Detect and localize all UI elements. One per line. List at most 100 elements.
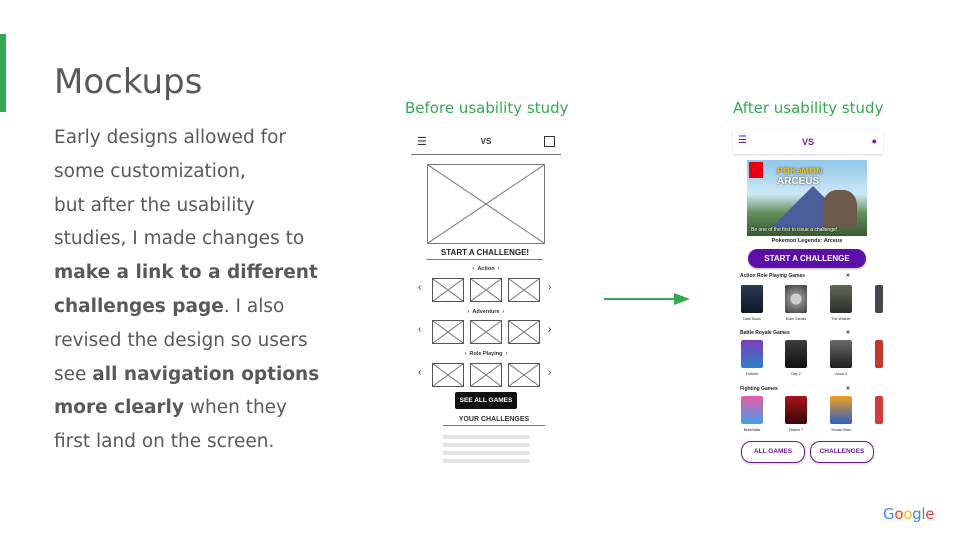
- wireframe-mockup: ☰ VS START A CHALLENGE! ‹ Action › ‹ › ‹…: [411, 130, 561, 470]
- chevron-right-icon[interactable]: ›: [548, 367, 552, 378]
- body-line: more clearly when they: [54, 391, 354, 425]
- featured-game-name: Pokemon Legends: Arceus: [771, 238, 843, 244]
- all-games-button[interactable]: ALL GAMES: [741, 441, 805, 463]
- wire-game-row: ‹ ›: [411, 278, 561, 302]
- wire-category-text: Role Playing: [469, 351, 503, 357]
- body-bold: all navigation options: [92, 363, 320, 385]
- wire-category-text: Action: [477, 266, 495, 272]
- game-tile[interactable]: [741, 396, 763, 424]
- hifi-header: ☰ VS ●: [733, 130, 883, 154]
- hifi-header-title: VS: [801, 137, 814, 147]
- wire-game-tile[interactable]: [470, 320, 502, 344]
- placeholder-cross-icon: [508, 363, 540, 387]
- double-chevron-icon[interactable]: »: [846, 272, 850, 279]
- placeholder-line: [443, 443, 529, 447]
- wire-category-text: Adventure: [472, 309, 500, 315]
- game-label: Brawlhalla: [743, 428, 761, 432]
- challenges-button[interactable]: CHALLENGES: [810, 441, 874, 463]
- game-tile[interactable]: [830, 396, 852, 424]
- chevron-left-icon[interactable]: ‹: [418, 324, 422, 335]
- wire-game-tile[interactable]: [432, 363, 464, 387]
- banner-brand: POKéMON: [777, 166, 823, 176]
- placeholder-line: [443, 435, 529, 439]
- chevron-left-icon[interactable]: ‹: [418, 367, 422, 378]
- game-label: Smash Bros: [831, 428, 851, 432]
- body-line: see all navigation options: [54, 358, 354, 392]
- placeholder-cross-icon: [432, 363, 464, 387]
- hamburger-icon[interactable]: ☰: [417, 136, 427, 148]
- game-tile[interactable]: [741, 285, 763, 313]
- start-challenge-button[interactable]: START A CHALLENGE: [748, 249, 866, 268]
- caption-after: After usability study: [733, 99, 884, 117]
- wire-game-tile[interactable]: [432, 320, 464, 344]
- body-line: first land on the screen.: [54, 431, 275, 453]
- double-chevron-icon[interactable]: »: [846, 385, 850, 392]
- body-text: Early designs allowed for some customiza…: [54, 121, 354, 459]
- wire-game-tile[interactable]: [470, 278, 502, 302]
- body-span: when they: [183, 397, 288, 419]
- game-tile[interactable]: [785, 396, 807, 424]
- section-title-text: Action Role Playing Games: [740, 273, 806, 279]
- double-chevron-icon[interactable]: »: [846, 329, 850, 336]
- game-label: Elder Scrolls: [785, 317, 807, 321]
- body-line: studies, I made changes to: [54, 228, 305, 250]
- placeholder-cross-icon: [470, 320, 502, 344]
- game-tile[interactable]: [830, 285, 852, 313]
- wire-category-label: ‹ Role Playing ›: [464, 351, 508, 357]
- user-icon[interactable]: ●: [871, 136, 877, 146]
- wire-game-row: ‹ ›: [411, 363, 561, 387]
- game-tile-partial[interactable]: [875, 340, 883, 368]
- body-line: some customization,: [54, 160, 246, 182]
- wire-game-tile[interactable]: [508, 363, 540, 387]
- featured-game-banner[interactable]: POKéMON ARCEUS Be one of the first to is…: [747, 160, 867, 236]
- wire-game-tile[interactable]: [508, 278, 540, 302]
- wire-game-row: ‹ ›: [411, 320, 561, 344]
- placeholder-cross-icon: [508, 320, 540, 344]
- body-line: but after the usability: [54, 194, 255, 216]
- wire-game-tile[interactable]: [432, 278, 464, 302]
- body-bold: more clearly: [54, 397, 184, 419]
- google-logo: Google: [883, 505, 935, 523]
- wire-game-tile[interactable]: [508, 320, 540, 344]
- game-tile[interactable]: [785, 285, 807, 313]
- game-tile-partial[interactable]: [875, 396, 883, 424]
- game-tile[interactable]: [741, 340, 763, 368]
- slide-title: Mockups: [54, 62, 203, 102]
- game-tile-partial[interactable]: [875, 285, 883, 313]
- banner-character: [823, 190, 857, 228]
- placeholder-line: [443, 459, 529, 463]
- placeholder-cross-icon: [470, 363, 502, 387]
- wire-game-tile[interactable]: [470, 363, 502, 387]
- wire-header-title: VS: [480, 137, 492, 146]
- chevron-right-icon[interactable]: ›: [548, 324, 552, 335]
- section-title: Fighting Games »: [740, 385, 876, 392]
- placeholder-line: [443, 451, 529, 455]
- caption-before: Before usability study: [405, 99, 569, 117]
- wire-start-challenge[interactable]: START A CHALLENGE!: [427, 248, 543, 260]
- wire-header: ☰ VS: [411, 130, 561, 155]
- game-tile[interactable]: [830, 340, 852, 368]
- section-title-text: Fighting Games: [740, 386, 778, 392]
- game-label: Dark Souls: [743, 317, 761, 321]
- section-title: Battle Royale Games»: [740, 329, 876, 336]
- game-tile[interactable]: [785, 340, 807, 368]
- banner-subtitle: ARCEUS: [777, 176, 820, 187]
- body-line: make a link to a different: [54, 256, 354, 290]
- chevron-right-icon[interactable]: ›: [548, 282, 552, 293]
- switch-logo-icon: [749, 162, 763, 178]
- body-bold: make a link to a different: [54, 262, 318, 284]
- game-label: The Witcher: [831, 317, 851, 321]
- game-label: Tekken 7: [788, 428, 804, 432]
- body-line: revised the design so users: [54, 329, 308, 351]
- placeholder-cross-icon: [470, 278, 502, 302]
- user-icon[interactable]: [544, 136, 555, 147]
- wire-see-all-button[interactable]: SEE ALL GAMES: [455, 392, 517, 409]
- wire-your-challenges: YOUR CHALLENGES: [443, 416, 545, 426]
- placeholder-cross-icon: [432, 320, 464, 344]
- wire-image-placeholder: [427, 164, 545, 244]
- chevron-left-icon[interactable]: ‹: [418, 282, 422, 293]
- placeholder-cross-icon: [432, 278, 464, 302]
- hifi-mockup: ☰ VS ● POKéMON ARCEUS Be one of the firs…: [733, 130, 883, 470]
- wire-category-label: ‹ Action ›: [472, 266, 500, 272]
- hamburger-icon[interactable]: ☰: [738, 135, 747, 146]
